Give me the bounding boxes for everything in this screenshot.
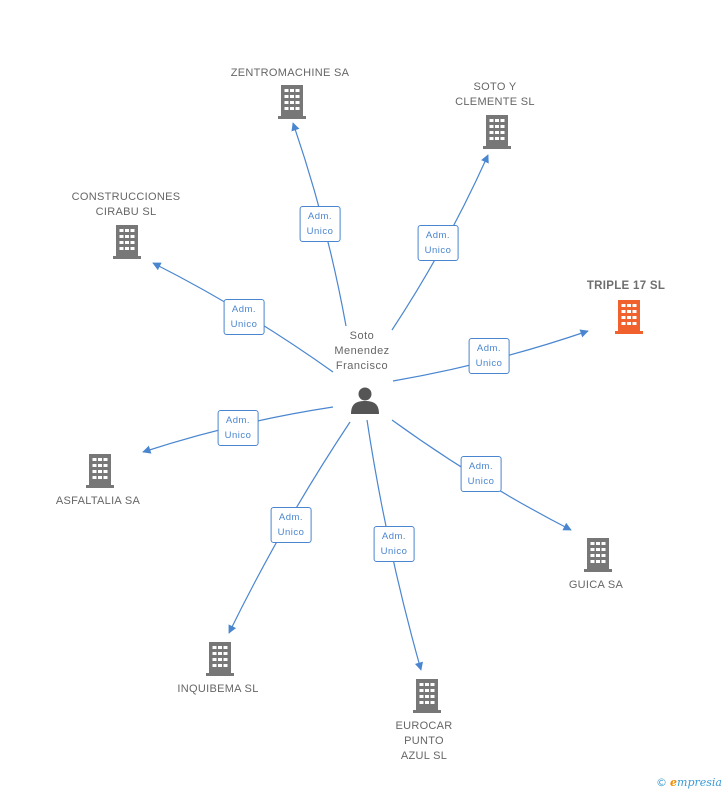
building-icon[interactable] xyxy=(278,85,306,119)
role-tag-line: Adm. xyxy=(476,343,502,354)
role-tag-line: Unico xyxy=(306,226,334,237)
role-tag-line: Unico xyxy=(380,546,408,557)
role-tag-line: Adm. xyxy=(231,304,257,315)
role-tag-guica[interactable]: Adm. Unico xyxy=(460,456,502,492)
building-icon[interactable] xyxy=(86,454,114,488)
company-label-line: SOTO Y xyxy=(473,81,517,93)
person-icon[interactable] xyxy=(351,387,379,415)
role-tag-line: Adm. xyxy=(278,512,304,523)
role-tag-line: Adm. xyxy=(468,461,494,472)
building-icon[interactable] xyxy=(206,642,234,676)
company-label-line: EUROCAR xyxy=(395,720,453,732)
company-label-line: ASFALTALIA SA xyxy=(55,495,141,507)
role-tag-line: Adm. xyxy=(425,230,451,241)
copyright-symbol: © xyxy=(656,776,668,789)
company-label-line: INQUIBEMA SL xyxy=(177,683,259,695)
role-tag-soto-clemente[interactable]: Adm. Unico xyxy=(417,225,459,261)
company-label-line: GUICA SA xyxy=(568,579,624,591)
person-name-line: Soto xyxy=(349,330,375,342)
company-label-asfaltalia[interactable]: ASFALTALIA SA xyxy=(56,494,140,509)
company-label-line: TRIPLE 17 SL xyxy=(586,280,666,292)
building-icon[interactable] xyxy=(584,538,612,572)
person-name-line: Menendez xyxy=(334,345,390,357)
role-tag-inquibema[interactable]: Adm. Unico xyxy=(270,507,312,543)
company-label-line: CLEMENTE SL xyxy=(455,96,535,108)
building-icon[interactable] xyxy=(615,300,643,334)
role-tag-line: Unico xyxy=(230,319,258,330)
role-tag-line: Unico xyxy=(467,476,495,487)
role-tag-line: Adm. xyxy=(307,211,333,222)
company-label-construcciones-cirabu[interactable]: CONSTRUCCIONES CIRABU SL xyxy=(72,190,181,220)
role-tag-line: Unico xyxy=(224,430,252,441)
role-tag-eurocar[interactable]: Adm. Unico xyxy=(373,526,415,562)
company-label-line: ZENTROMACHINE SA xyxy=(230,67,350,79)
empresia-watermark[interactable]: ©empresia xyxy=(656,776,722,789)
role-tag-line: Unico xyxy=(277,527,305,538)
company-label-soto-clemente[interactable]: SOTO Y CLEMENTE SL xyxy=(455,80,535,110)
building-icon[interactable] xyxy=(113,225,141,259)
building-icon[interactable] xyxy=(483,115,511,149)
company-label-line: CONSTRUCCIONES xyxy=(71,191,181,203)
person-name-line: Francisco xyxy=(335,360,389,372)
company-label-line: CIRABU SL xyxy=(95,206,157,218)
company-label-line: PUNTO xyxy=(404,735,444,747)
role-tag-line: Unico xyxy=(475,358,503,369)
building-icon[interactable] xyxy=(413,679,441,713)
role-tag-triple17[interactable]: Adm. Unico xyxy=(468,338,510,374)
icons-layer xyxy=(86,85,643,713)
company-label-eurocar[interactable]: EUROCAR PUNTO AZUL SL xyxy=(395,719,452,764)
company-label-guica[interactable]: GUICA SA xyxy=(569,578,623,593)
role-tag-line: Adm. xyxy=(381,531,407,542)
role-tag-line: Adm. xyxy=(225,415,251,426)
role-tag-asfaltalia[interactable]: Adm. Unico xyxy=(217,410,259,446)
company-label-inquibema[interactable]: INQUIBEMA SL xyxy=(177,682,258,697)
role-tag-zentromachine[interactable]: Adm. Unico xyxy=(299,206,341,242)
company-label-triple17[interactable]: TRIPLE 17 SL xyxy=(587,279,665,294)
company-label-zentromachine[interactable]: ZENTROMACHINE SA xyxy=(231,66,349,81)
brand-initial: e xyxy=(670,776,678,789)
role-tag-construcciones-cirabu[interactable]: Adm. Unico xyxy=(223,299,265,335)
company-label-line: AZUL SL xyxy=(400,750,448,762)
role-tag-line: Unico xyxy=(424,245,452,256)
brand-name: mpresia xyxy=(677,776,722,789)
